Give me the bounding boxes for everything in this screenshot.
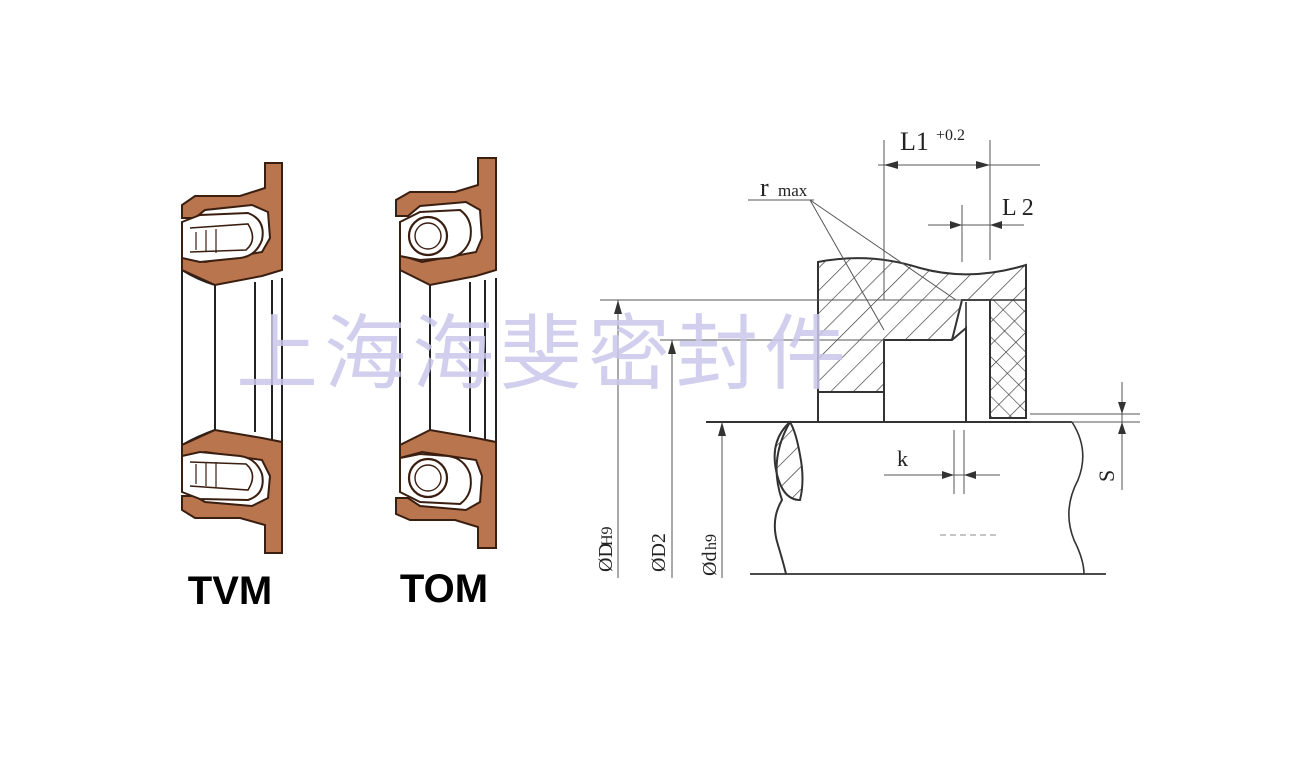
dim-d-fit: h9 [703, 534, 720, 550]
installation-drawing: L1 +0.2 L 2 r max k S ØD H9 ØD2 Ød h9 [595, 127, 1140, 578]
dimension-lines [600, 140, 1140, 578]
dim-od: ØD [595, 543, 617, 572]
tom-label: TOM [400, 567, 488, 611]
dim-d2: ØD2 [648, 533, 670, 572]
dim-od-fit: H9 [599, 526, 616, 546]
dimension-labels: L1 +0.2 L 2 r max k S ØD H9 ØD2 Ød h9 [595, 127, 1119, 576]
dim-r-sub: max [778, 181, 808, 200]
dim-k: k [897, 446, 908, 471]
dim-l2: L 2 [1002, 195, 1034, 221]
tom-top-section [395, 157, 497, 287]
dim-l1: L1 [900, 127, 929, 156]
dim-s: S [1094, 470, 1119, 482]
watermark-text: 上海海斐密封件 [236, 307, 852, 402]
tvm-bottom-section [181, 428, 283, 554]
tvm-label: TVM [188, 569, 272, 613]
dim-d: Ød [699, 552, 721, 576]
tom-bore-outline [399, 270, 497, 445]
tom-seal-drawing: TOM [395, 157, 497, 611]
tom-bottom-section [395, 428, 497, 549]
housing-section [817, 257, 1027, 423]
shaft [706, 420, 1106, 575]
dim-r: r [760, 173, 769, 202]
tvm-top-spring [181, 211, 264, 264]
tvm-top-section [181, 162, 283, 287]
dim-l1-tolerance: +0.2 [936, 127, 965, 144]
tvm-bottom-spring [181, 450, 264, 502]
tvm-seal-drawing: TVM [181, 162, 283, 613]
